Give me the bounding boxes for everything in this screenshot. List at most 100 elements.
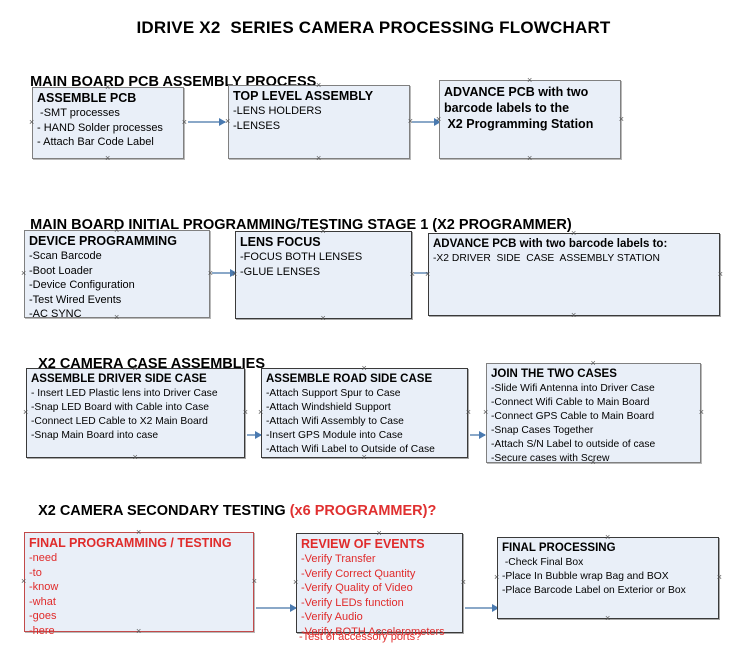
connector-handle-bottom-icon: × xyxy=(316,153,322,163)
flow-box-line: -Connect GPS Cable to Main Board xyxy=(491,411,655,422)
flow-box-advance-pcb-to-x2-programming-station[interactable]: × × × × ADVANCE PCB with two barcode lab… xyxy=(436,76,624,163)
connector-handle-right-icon: × xyxy=(716,572,722,582)
flow-box-line: -AC SYNC xyxy=(29,308,82,320)
connector-handle-right-icon: × xyxy=(242,407,248,417)
arrow-road-side-case-to-join-the-two-cases xyxy=(470,431,486,439)
connector-handle-bottom-icon: × xyxy=(132,452,138,462)
flow-box-device-programming[interactable]: × × × × DEVICE PROGRAMMING -Scan Barcode… xyxy=(21,226,213,322)
section-heading-text: MAIN BOARD INITIAL PROGRAMMING/TESTING S… xyxy=(30,217,572,233)
flow-box-final-programming-testing[interactable]: × × × × FINAL PROGRAMMING / TESTING -nee… xyxy=(21,528,257,637)
flow-box-line: -Attach S/N Label to outside of case xyxy=(491,439,656,450)
flow-box-line: -Check Final Box xyxy=(502,557,584,568)
section-heading-text: MAIN BOARD PCB ASSEMBLY PROCESS xyxy=(30,74,317,90)
connector-handle-left-icon: × xyxy=(483,407,489,417)
connector-handle-right-icon: × xyxy=(181,117,187,127)
flow-box-line: -Place Barcode Label on Exterior or Box xyxy=(502,585,686,596)
flow-box-assemble-driver-side-case[interactable]: × × × × ASSEMBLE DRIVER SIDE CASE - Inse… xyxy=(23,364,248,462)
flow-box-line: -Attach Wifi Label to Outside of Case xyxy=(266,444,435,455)
connector-handle-left-icon: × xyxy=(494,572,500,582)
flow-box-line: -Attach Wifi Assembly to Case xyxy=(266,416,404,427)
flow-box-title: JOIN THE TWO CASES xyxy=(491,368,617,380)
flow-box-line: -know xyxy=(29,581,59,593)
flow-box-line: -here xyxy=(29,624,55,637)
arrow-driver-side-case-to-road-side-case xyxy=(247,431,262,439)
arrow-device-programming-to-lens-focus xyxy=(212,269,237,277)
flow-box-line: -LENSES xyxy=(233,119,281,132)
connector-handle-bottom-icon: × xyxy=(571,310,577,320)
flow-box-title: ASSEMBLE DRIVER SIDE CASE xyxy=(31,373,207,385)
connector-handle-left-icon: × xyxy=(23,407,29,417)
flow-box-line: -Verify BOTH Accelerometers xyxy=(301,625,445,638)
flow-box-line: -Scan Barcode xyxy=(29,250,102,262)
connector-handle-left-icon: × xyxy=(29,117,35,127)
flow-box-line: -GLUE LENSES xyxy=(240,265,321,278)
flow-box-line: -Device Configuration xyxy=(29,279,135,291)
section-heading-accent: (x6 PROGRAMMER)? xyxy=(289,503,437,519)
flow-box-title: LENS FOCUS xyxy=(240,235,321,249)
connector-handle-right-icon: × xyxy=(251,576,257,586)
flow-box-title: REVIEW OF EVENTS xyxy=(301,537,425,551)
flow-box-title: ADVANCE PCB with two barcode labels to t… xyxy=(444,85,594,131)
flow-box-line: - Attach Bar Code Label xyxy=(37,136,154,148)
flow-box-line: -Snap LED Board with Cable into Case xyxy=(31,402,210,413)
flow-box-line: -Secure cases with Screw xyxy=(491,453,610,464)
flow-box-final-processing[interactable]: × × × × FINAL PROCESSING -Check Final Bo… xyxy=(494,533,722,623)
flow-box-top-level-assembly[interactable]: × × × × TOP LEVEL ASSEMBLY -LENS HOLDERS… xyxy=(225,81,413,163)
flow-box-line: -Attach Support Spur to Case xyxy=(266,388,401,399)
page-title: IDRIVE X2 SERIES CAMERA PROCESSING FLOWC… xyxy=(136,18,611,37)
flow-box-line: -need xyxy=(29,552,58,564)
arrow-review-of-events-to-final-processing xyxy=(465,604,499,612)
section-heading-main-board-pcb-assembly-process: MAIN BOARD PCB ASSEMBLY PROCESS xyxy=(22,58,316,90)
connector-handle-left-icon: × xyxy=(258,407,264,417)
flow-box-line: -Attach Windshield Support xyxy=(266,402,391,413)
flow-box-title: FINAL PROCESSING xyxy=(502,542,616,554)
connector-handle-right-icon: × xyxy=(698,407,704,417)
arrow-top-level-assembly-to-advance-pcb xyxy=(412,118,441,126)
flow-box-line: -Connect LED Cable to X2 Main Board xyxy=(31,416,208,427)
connector-handle-right-icon: × xyxy=(618,113,624,124)
connector-handle-right-icon: × xyxy=(465,407,471,417)
flow-box-title: ASSEMBLE ROAD SIDE CASE xyxy=(266,373,433,385)
flow-box-review-of-events[interactable]: × × × × REVIEW OF EVENTS -Verify Transfe… xyxy=(293,529,466,638)
arrow-assemble-pcb-to-top-level-assembly xyxy=(188,118,226,126)
flow-box-title: FINAL PROGRAMMING / TESTING xyxy=(29,536,232,550)
flow-box-assemble-road-side-case[interactable]: × × × × ASSEMBLE ROAD SIDE CASE -Attach … xyxy=(258,364,471,462)
arrow-final-programming-to-review-of-events xyxy=(256,604,297,612)
flow-box-line: -Verify Correct Quantity xyxy=(301,567,416,580)
flow-box-line: - HAND Solder processes xyxy=(37,121,163,134)
flow-box-line: -Snap Cases Together xyxy=(491,425,594,436)
connector-handle-left-icon: × xyxy=(21,576,27,586)
connector-handle-bottom-icon: × xyxy=(605,613,611,623)
flow-box-line: - Insert LED Plastic lens into Driver Ca… xyxy=(31,388,218,399)
flow-box-line: -SMT processes xyxy=(37,107,120,119)
flow-box-line: -Verify Transfer xyxy=(301,553,376,565)
connector-handle-left-icon: × xyxy=(293,577,299,587)
flow-box-line: -Place In Bubble wrap Bag and BOX xyxy=(502,571,669,582)
flow-box-title: TOP LEVEL ASSEMBLY xyxy=(233,89,374,103)
section-heading-text: X2 CAMERA SECONDARY TESTING xyxy=(38,503,290,519)
flow-box-lens-focus[interactable]: × × × × LENS FOCUS -FOCUS BOTH LENSES -G… xyxy=(232,227,415,323)
connector-handle-bottom-icon: × xyxy=(105,153,111,163)
flow-box-line: -LENS HOLDERS xyxy=(233,105,322,117)
flow-box-overflow-line-review-of-events: -Test of accessory ports? xyxy=(299,631,422,643)
connector-handle-right-icon: × xyxy=(717,268,723,279)
section-heading-main-board-initial-programming-testing-stage-1: MAIN BOARD INITIAL PROGRAMMING/TESTING S… xyxy=(22,201,572,233)
flow-box-line: -Verify Audio xyxy=(301,611,363,623)
connector-handle-left-icon: × xyxy=(425,268,431,279)
flow-box-line: -goes xyxy=(29,610,57,622)
connector-handle-bottom-icon: × xyxy=(527,153,533,163)
flow-box-advance-pcb-to-driver-side-case-assembly[interactable]: × × × × ADVANCE PCB with two barcode lab… xyxy=(425,229,723,320)
flow-box-line: -to xyxy=(29,566,42,579)
flow-box-join-the-two-cases[interactable]: × × × × JOIN THE TWO CASES -Slide Wifi A… xyxy=(483,359,704,467)
flow-box-line: -Slide Wifi Antenna into Driver Case xyxy=(491,383,655,394)
flow-box-assemble-pcb[interactable]: × × × × ASSEMBLE PCB -SMT processes - HA… xyxy=(29,83,187,163)
connector-handle-left-icon: × xyxy=(21,268,27,278)
flow-box-line: -Verify LEDs function xyxy=(301,596,404,609)
flow-box-line: -Test Wired Events xyxy=(29,293,122,306)
section-heading-x2-camera-secondary-testing: X2 CAMERA SECONDARY TESTING (x6 PROGRAMM… xyxy=(30,487,436,519)
connector-handle-bottom-icon: × xyxy=(320,313,326,323)
flow-box-line: -Snap Main Board into case xyxy=(31,430,159,441)
flow-box-line: -Boot Loader xyxy=(29,264,93,277)
connector-handle-right-icon: × xyxy=(460,577,466,587)
flow-box-line: -FOCUS BOTH LENSES xyxy=(240,251,363,263)
